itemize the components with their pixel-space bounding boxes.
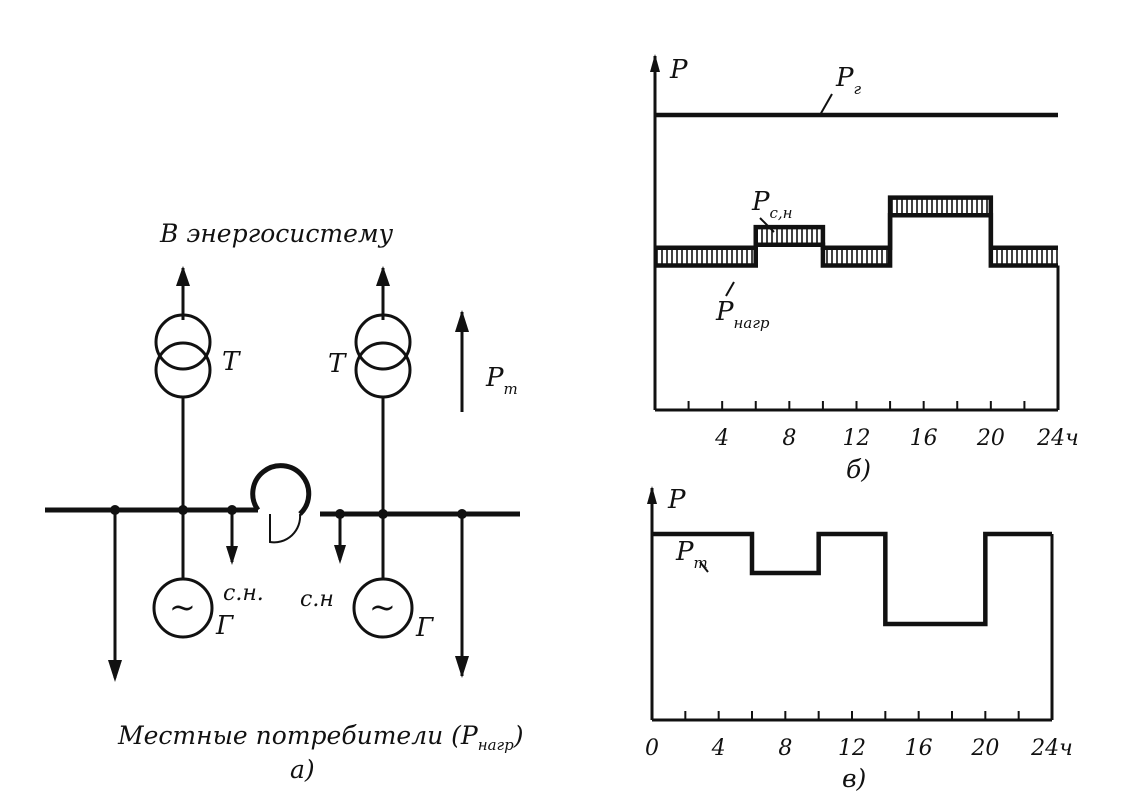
caption-a: а) [290, 755, 315, 784]
chart-b-label-pg: Pг [835, 63, 862, 98]
chart-c-label-pt-leader [699, 561, 709, 573]
chart-c-series-labels: Pт [675, 537, 709, 573]
chart-c-lines [652, 531, 1054, 720]
transformer-winding-top-left [154, 313, 212, 371]
chart-tick-label: 24ч [1030, 736, 1073, 761]
chart-b-label-psn: Pс,н [751, 187, 793, 222]
chart-b-series-line [655, 213, 1058, 268]
chart-tick-label: 12 [843, 426, 871, 451]
chart-b-label-psn-leader [759, 217, 775, 233]
power-flow-arrow-head-icon [455, 310, 469, 332]
chart-b-hatch-band [990, 247, 1058, 266]
arrow-load-right-icon [455, 656, 469, 678]
generator-right [352, 577, 414, 639]
chart-tick-label: 20 [976, 426, 1005, 451]
chart-tick-label: 4 [714, 426, 729, 451]
chart-c-series-line [652, 531, 1052, 627]
chart-c: P 0 4 8 12 16 20 24ч Pт в) [645, 485, 1073, 793]
arrow-aux-right-icon [334, 545, 346, 564]
generator-symbol-left-icon: ~ [169, 588, 196, 626]
chart-tick-label: 20 [970, 736, 999, 761]
node-aux-right [335, 509, 345, 519]
top-label: В энергосистему [159, 219, 394, 248]
chart-tick-label: 16 [905, 736, 933, 761]
node-left-center [178, 505, 188, 515]
chart-tick-label: 0 [645, 736, 659, 761]
chart-tick-label: 8 [778, 736, 792, 761]
generator-left [152, 577, 214, 639]
chart-b-hatch-band [890, 197, 991, 216]
generator-symbol-right-icon: ~ [369, 588, 396, 626]
transformer-label-left: Т [222, 347, 241, 377]
chart-tick-label: 24ч [1036, 426, 1079, 451]
chart-c-y-arrow-icon [647, 486, 657, 504]
chart-b-lines [655, 112, 1060, 410]
chart-b-label-pg-leader [819, 93, 833, 116]
generator-label-left: Г [215, 611, 234, 641]
node-aux-left [227, 505, 237, 515]
chart-b-hatch-band [655, 247, 756, 266]
chart-tick-label: 8 [782, 426, 796, 451]
chart-b-series-line [655, 195, 1058, 250]
chart-c-ticks: 0 4 8 12 16 20 24ч [645, 711, 1073, 761]
arrow-load-left-icon [108, 660, 122, 682]
bus-section-switch [250, 463, 312, 516]
chart-b-label-pnagr: Pнагр [715, 297, 770, 332]
caption-c: в) [842, 764, 866, 793]
node-load-left [110, 505, 120, 515]
caption-b: б) [846, 455, 871, 484]
power-arrow-label: Pт [485, 363, 518, 398]
chart-b-ylabel: P [669, 55, 688, 85]
chart-b-ticks: 4 8 12 16 20 24ч [687, 401, 1079, 451]
switch-arc [269, 513, 302, 544]
chart-b-y-arrow-icon [650, 54, 660, 72]
arrow-up-left-icon [176, 266, 190, 286]
chart-c-label-pt: Pт [675, 537, 708, 572]
arrow-up-right-icon [376, 266, 390, 286]
generator-label-right: Г [415, 613, 434, 643]
bottom-label: Местные потребители (Pнагр) [117, 721, 524, 754]
transformer-label-right: Т [328, 349, 347, 379]
transformer-winding-top-right [354, 313, 412, 371]
chart-b-label-pnagr-leader [725, 281, 735, 297]
chart-b-hatch-band [822, 247, 891, 266]
chart-tick-label: 16 [910, 426, 938, 451]
chart-b-hatch-bands [655, 197, 1058, 266]
scheme-a: В энергосистему Т ~ Г с.н. Т ~ Г [45, 219, 524, 784]
chart-tick-label: 12 [838, 736, 866, 761]
aux-label-right: с.н [300, 587, 334, 612]
chart-tick-label: 4 [711, 736, 726, 761]
aux-label-left: с.н. [223, 581, 264, 606]
chart-b-hatch-band [755, 227, 823, 245]
chart-c-ylabel: P [667, 485, 686, 515]
arrow-aux-left-icon [226, 546, 238, 565]
node-right-center [378, 509, 388, 519]
node-load-right [457, 509, 467, 519]
